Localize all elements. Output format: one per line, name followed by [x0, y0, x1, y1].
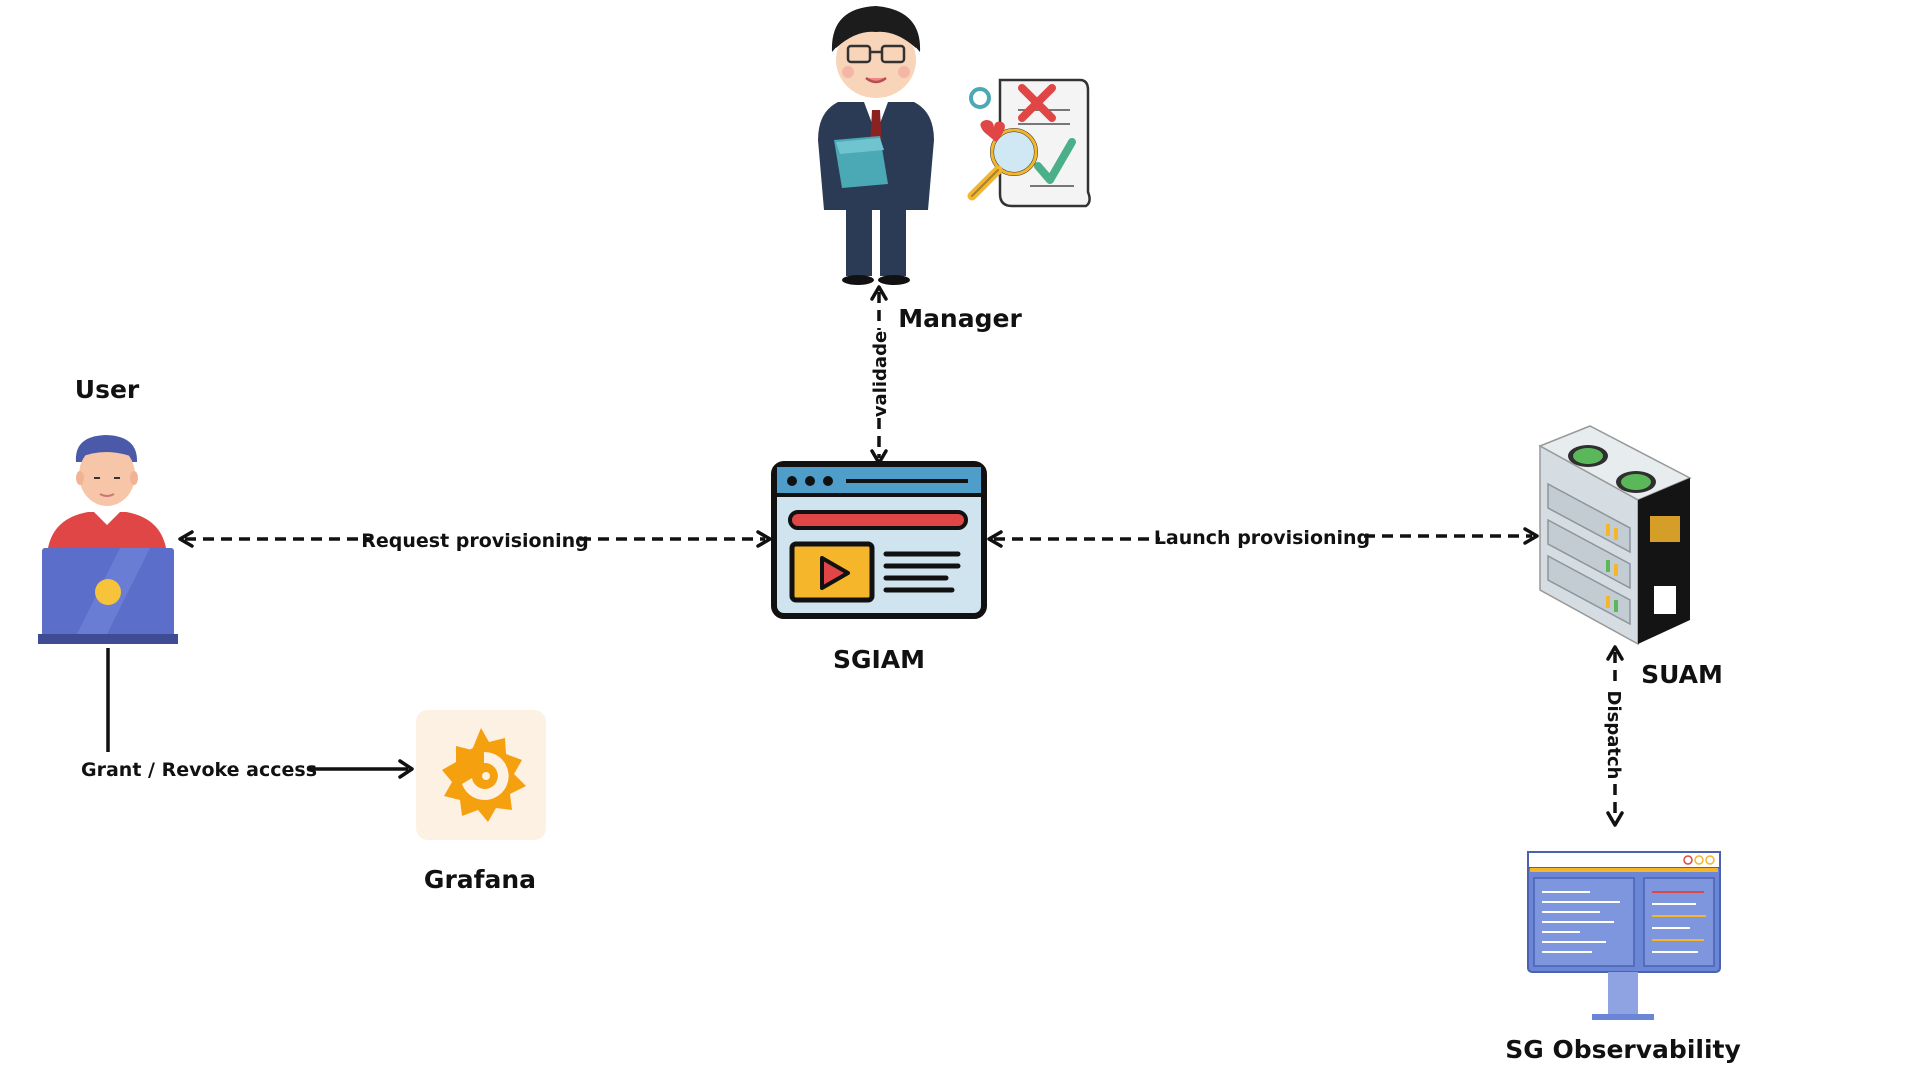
- node-sgiam: SGIAM: [771, 461, 987, 674]
- edge-launch-provisioning: Launch provisioning: [987, 527, 1539, 549]
- suam-label: SUAM: [1641, 660, 1723, 689]
- manager-label: Manager: [898, 304, 1022, 333]
- edge-grant-revoke: Grant / Revoke access: [81, 648, 414, 781]
- node-user: User: [38, 375, 178, 644]
- businessman-with-clipboard-icon: [818, 6, 934, 285]
- edge-label-validade: validade: [870, 331, 891, 417]
- sgiam-label: SGIAM: [833, 645, 925, 674]
- audit-document-magnifier-icon: [967, 78, 1091, 208]
- edge-label-request: Request provisioning: [361, 530, 589, 552]
- edge-validade: validade: [870, 285, 891, 465]
- monitor-dashboard-icon: [1527, 851, 1721, 1020]
- edge-request-provisioning: Request provisioning: [178, 530, 772, 552]
- person-with-laptop-icon: [38, 435, 178, 644]
- edge-label-grant: Grant / Revoke access: [81, 759, 317, 781]
- server-rack-icon: [1538, 425, 1692, 646]
- edge-label-launch: Launch provisioning: [1154, 527, 1370, 549]
- edge-dispatch: Dispatch: [1603, 645, 1624, 827]
- user-label: User: [75, 375, 140, 404]
- grafana-logo-icon: [442, 728, 526, 822]
- edge-label-dispatch: Dispatch: [1603, 691, 1624, 780]
- node-suam: SUAM: [1538, 425, 1723, 689]
- grafana-label: Grafana: [424, 865, 536, 894]
- node-manager: Manager: [818, 6, 1091, 333]
- node-grafana: Grafana: [416, 710, 546, 894]
- node-sg-observability: SG Observability: [1505, 851, 1741, 1064]
- web-app-window-icon: [771, 461, 987, 619]
- sg-observability-label: SG Observability: [1505, 1035, 1741, 1064]
